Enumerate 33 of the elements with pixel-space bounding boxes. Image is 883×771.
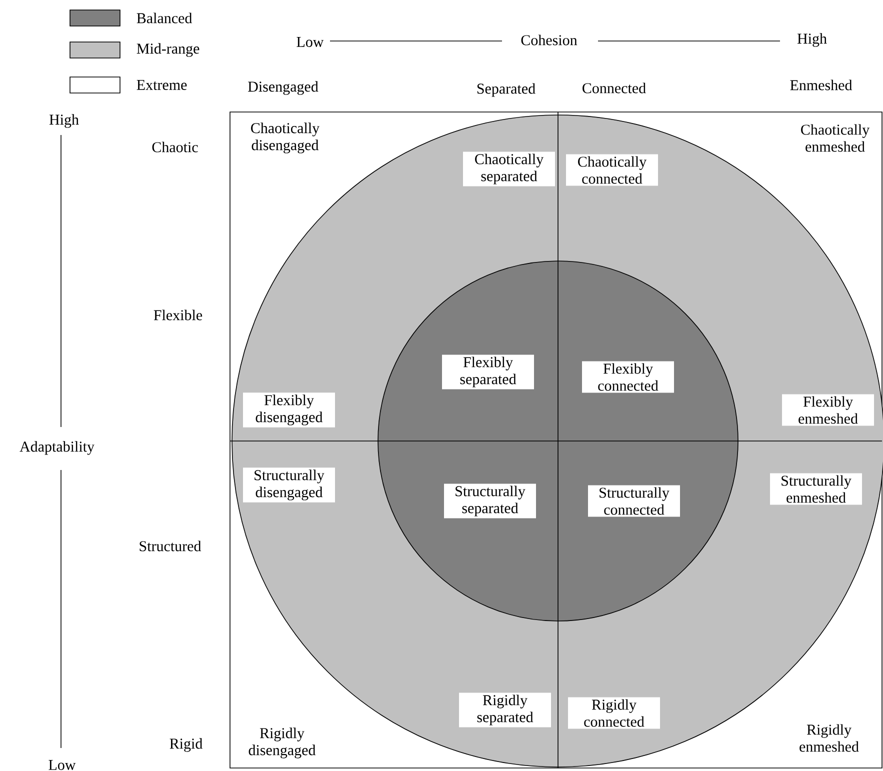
axis-label: High [797, 33, 827, 47]
type-label: Chaotically disengaged [251, 122, 320, 154]
type-label-box: Rigidly separated [459, 692, 551, 728]
axis-label: Low [296, 37, 324, 47]
axis-label: Connected [582, 82, 646, 94]
type-label-box: Flexibly separated [442, 354, 534, 390]
axis-label: High [49, 114, 79, 128]
type-label-box: Structurally disengaged [243, 468, 335, 502]
type-label-box: Structurally connected [588, 485, 680, 517]
axis-label: Separated [477, 83, 536, 97]
type-label: Rigidly enmeshed [800, 724, 859, 752]
legend-label: Extreme [136, 80, 187, 90]
legend-label: Balanced [136, 12, 192, 24]
type-label-box: Flexibly enmeshed [782, 394, 874, 426]
type-label-box: Structurally separated [444, 484, 536, 518]
axis-label: Rigid [170, 738, 202, 752]
type-label-box: Chaotically connected [566, 154, 658, 186]
type-label-box: Flexibly disengaged [243, 392, 335, 428]
type-label: Chaotically enmeshed [801, 124, 870, 152]
type-label: Rigidly disengaged [248, 728, 316, 758]
type-label-box: Structurally enmeshed [770, 473, 862, 505]
type-label-box: Flexibly connected [582, 361, 674, 393]
type-label-box: Chaotically separated [463, 152, 555, 186]
axis-label: Cohesion [521, 34, 578, 46]
type-label-box: Rigidly connected [568, 697, 660, 729]
axis-label: Flexible [154, 310, 202, 320]
axis-label: Low [48, 760, 76, 770]
axis-label: Adaptability [20, 441, 94, 455]
axis-label: Enmeshed [790, 80, 852, 90]
axis-label: Chaotic [152, 142, 198, 152]
axis-label: Structured [140, 540, 202, 552]
legend-label: Mid-range [136, 43, 200, 57]
axis-label: Disengaged [248, 81, 318, 95]
